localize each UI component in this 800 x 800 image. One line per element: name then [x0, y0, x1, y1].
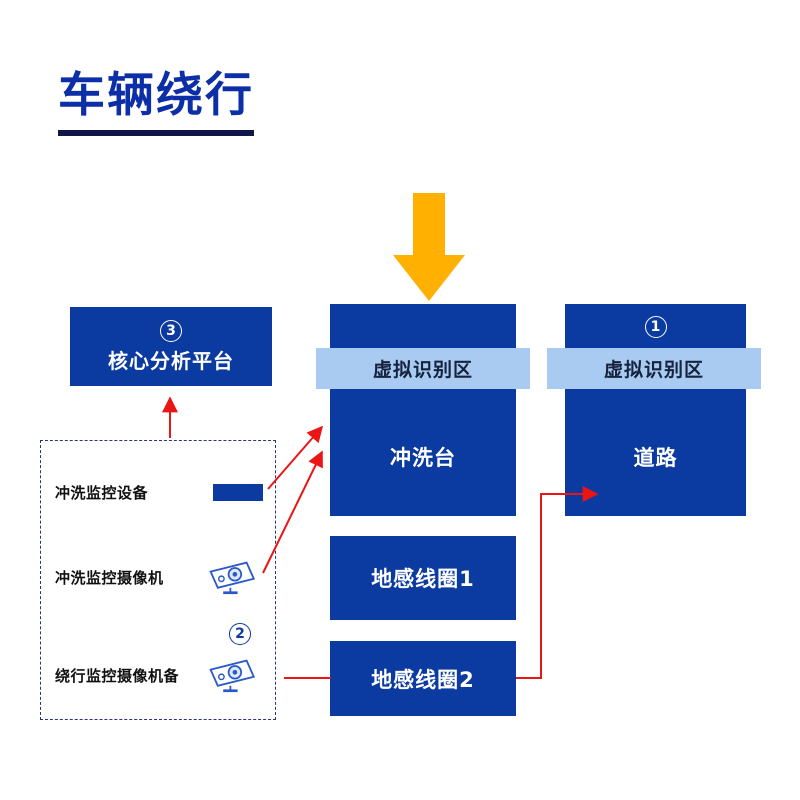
down-arrow-icon — [393, 193, 465, 301]
device-row-monitor: 冲洗监控设备 — [41, 479, 275, 505]
circled-number-1: 1 — [644, 316, 667, 338]
device-panel: 冲洗监控设备 冲洗监控摄像机 2 绕行监控摄像机备 — [40, 440, 276, 720]
road-box: 1 道路 — [565, 304, 746, 516]
arrow-coil2-to-road — [516, 486, 599, 679]
core-platform-label: 核心分析平台 — [108, 348, 234, 373]
device-row-detour-camera: 绕行监控摄像机备 — [41, 655, 275, 695]
camera-icon — [209, 561, 256, 595]
road-label: 道路 — [633, 446, 678, 470]
detour-camera-label: 绕行监控摄像机备 — [55, 666, 180, 685]
circled-number-2: 2 — [229, 623, 251, 645]
circled-number-3: 3 — [160, 319, 182, 342]
monitor-device-icon — [213, 483, 263, 501]
arrow-monitor-to-wash-zone — [267, 425, 324, 490]
monitor-device-label: 冲洗监控设备 — [55, 483, 149, 502]
virtual-zone-band-road: 虚拟识别区 — [547, 348, 761, 389]
ground-coil-2-box: 地感线圈2 — [330, 641, 516, 716]
device-row-wash-camera: 冲洗监控摄像机 — [41, 557, 275, 597]
ground-coil-1-box: 地感线圈1 — [330, 536, 516, 620]
wash-station-label: 冲洗台 — [390, 446, 456, 470]
wash-camera-label: 冲洗监控摄像机 — [55, 568, 164, 587]
wash-station-box: 冲洗台 — [330, 304, 516, 516]
virtual-zone-band-wash: 虚拟识别区 — [316, 348, 530, 389]
page-title: 车辆绕行 — [58, 70, 254, 136]
camera-icon — [209, 659, 256, 693]
core-platform-box: 3 核心分析平台 — [70, 307, 272, 386]
